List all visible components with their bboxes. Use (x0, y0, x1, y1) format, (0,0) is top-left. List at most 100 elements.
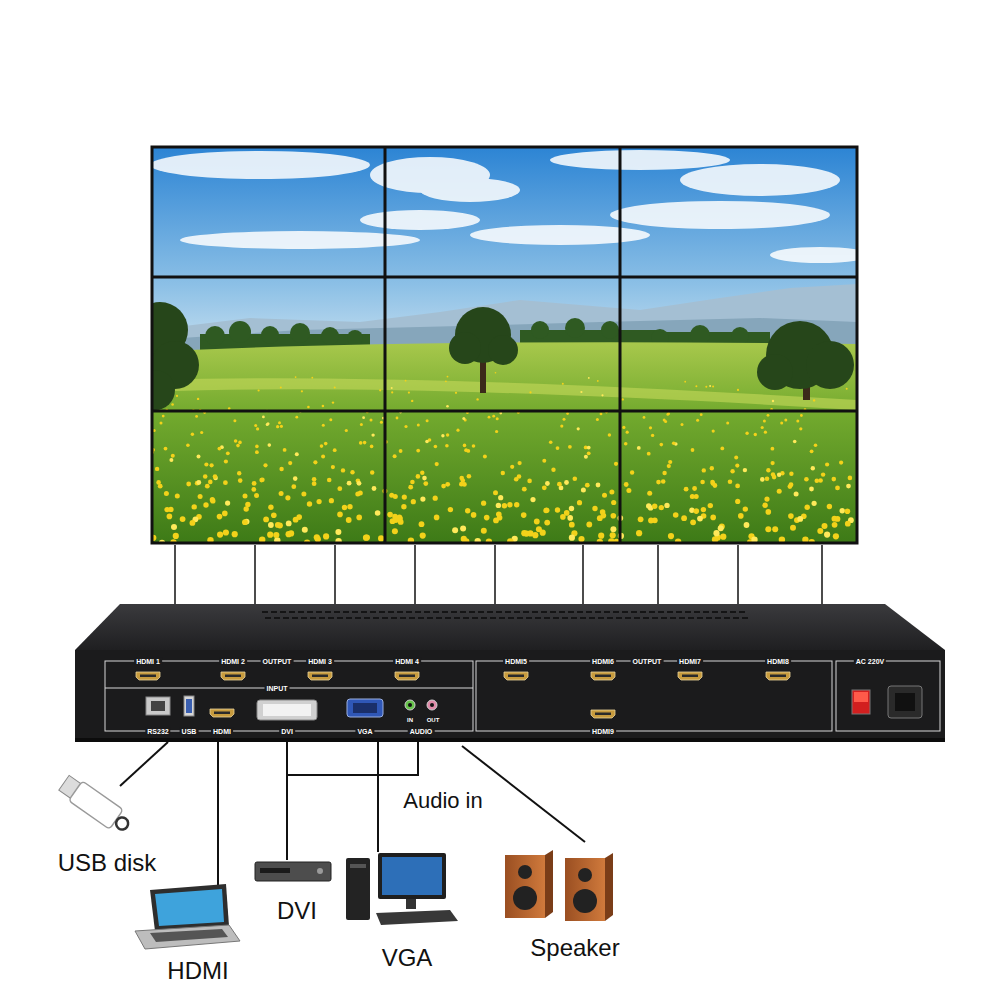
controller-housing (703, 611, 709, 613)
dvd-player-icon (255, 862, 331, 881)
flower-dots (626, 431, 629, 434)
flower-dots (423, 481, 428, 486)
flower-dots (222, 511, 228, 517)
controller-housing (634, 617, 640, 619)
hdmi-ports (399, 675, 415, 678)
flower-dots (417, 423, 420, 426)
controller-housing (364, 617, 370, 619)
flower-dots (273, 532, 279, 538)
flower-dots (664, 503, 669, 508)
flower-dots (771, 461, 775, 465)
flower-dots (622, 398, 624, 400)
port-label: HDMI (211, 728, 233, 735)
flower-dots (389, 493, 394, 498)
flower-dots (452, 527, 458, 533)
port-label: AUDIO (408, 728, 435, 735)
flower-dots (238, 441, 242, 445)
flower-dots (228, 407, 231, 410)
flower-dots (426, 419, 429, 422)
flower-dots (258, 389, 260, 391)
controller-housing (622, 611, 628, 613)
flower-dots (694, 508, 700, 514)
controller-housing (397, 611, 403, 613)
speakers-icon (545, 850, 553, 918)
flower-dots (846, 484, 851, 489)
flower-dots (710, 480, 715, 485)
flower-dots (476, 398, 478, 400)
flower-dots (314, 534, 320, 540)
flower-dots (160, 422, 163, 425)
controller-housing (742, 617, 748, 619)
flower-dots (532, 532, 538, 538)
flower-dots (363, 441, 367, 445)
flower-dots (445, 380, 447, 382)
controller-housing (310, 617, 316, 619)
flower-dots (568, 445, 572, 449)
input-ports (353, 703, 377, 713)
flower-dots (286, 521, 292, 527)
controller-housing (535, 617, 541, 619)
flower-dots (379, 389, 381, 391)
controller-housing (688, 617, 694, 619)
speakers-icon (513, 886, 537, 910)
video-wall-picture (488, 335, 518, 365)
flower-dots (845, 521, 851, 527)
flower-dots (217, 532, 223, 538)
flower-dots (527, 479, 532, 484)
controller-housing (472, 617, 478, 619)
controller-housing (361, 611, 367, 613)
video-wall-picture (690, 325, 710, 345)
flower-dots (667, 464, 671, 468)
hdmi-ports (591, 710, 615, 718)
computer-icon (382, 857, 442, 895)
flower-dots (690, 519, 696, 525)
usb-disk-icon (57, 773, 134, 837)
controller-housing (451, 611, 457, 613)
flower-dots (771, 472, 775, 476)
flower-dots (784, 419, 787, 422)
flower-dots (370, 445, 374, 449)
power-inlet (854, 692, 868, 702)
flower-dots (789, 472, 793, 476)
flower-dots (391, 387, 393, 389)
controller-housing (613, 611, 619, 613)
flower-dots (692, 486, 697, 491)
controller-housing (607, 617, 613, 619)
flower-dots (772, 400, 774, 402)
flower-dots (652, 504, 657, 509)
flower-dots (794, 492, 799, 497)
flower-dots (370, 470, 374, 474)
flower-dots (649, 426, 652, 429)
flower-dots (569, 506, 574, 511)
flower-dots (350, 470, 354, 474)
controller-housing (442, 611, 448, 613)
flower-dots (279, 491, 284, 496)
controller-housing (589, 617, 595, 619)
power-inlet (895, 693, 915, 711)
flower-dots (666, 413, 669, 416)
flower-dots (204, 462, 208, 466)
video-wall-picture (152, 370, 175, 410)
flower-dots (818, 478, 823, 483)
flower-dots (445, 482, 450, 487)
flower-dots (667, 412, 670, 415)
flower-dots (743, 506, 748, 511)
port-label: RS232 (145, 728, 170, 735)
video-wall-picture (290, 323, 310, 343)
flower-dots (465, 508, 470, 513)
flower-dots (317, 499, 322, 504)
flower-dots (672, 442, 676, 446)
flower-dots (276, 425, 279, 428)
flower-dots (245, 502, 250, 507)
controller-housing (476, 661, 832, 731)
port-label: HDMI5 (503, 658, 529, 665)
flower-dots (302, 527, 308, 533)
flower-dots (405, 380, 407, 382)
controller-housing (427, 617, 433, 619)
flower-dots (462, 417, 465, 420)
flower-dots (846, 388, 848, 390)
flower-dots (280, 386, 282, 388)
flower-dots (536, 526, 542, 532)
flower-dots (713, 530, 719, 536)
